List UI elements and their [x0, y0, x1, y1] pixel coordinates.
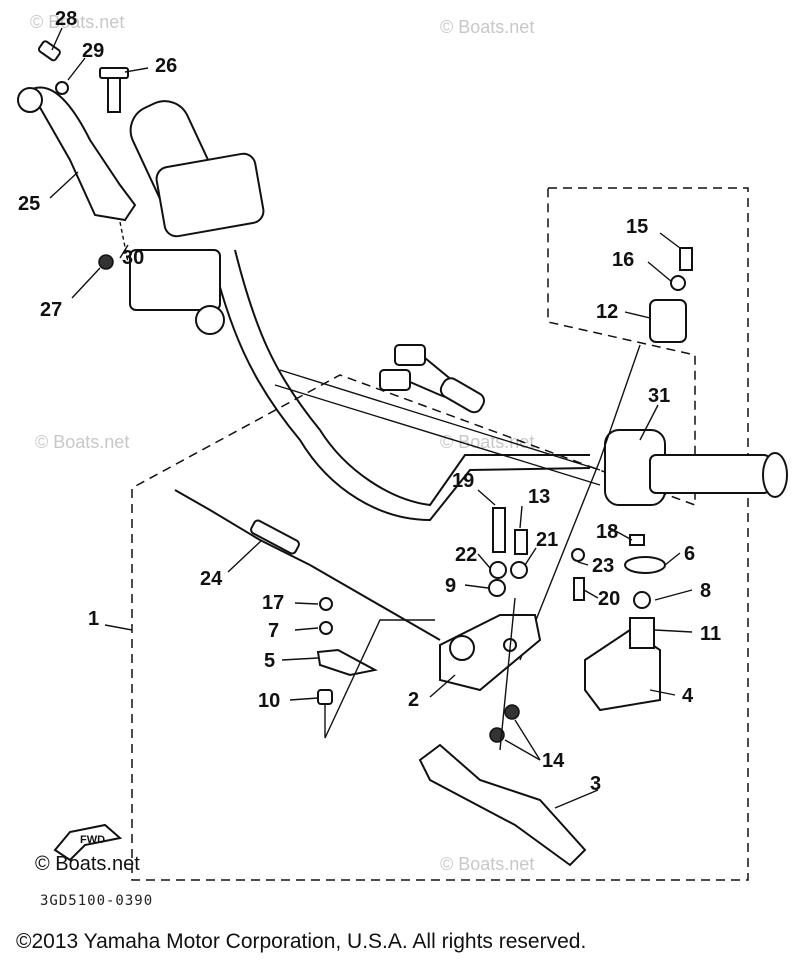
callout-5: 5: [264, 650, 275, 672]
callout-11: 11: [700, 623, 721, 645]
callout-1: 1: [88, 608, 99, 630]
diagram-code: 3GD5100-0390: [40, 893, 153, 909]
callout-12: 12: [596, 301, 618, 323]
callout-18: 18: [596, 521, 618, 543]
callout-24: 24: [200, 568, 223, 590]
left-grip: [129, 100, 265, 335]
callout-4: 4: [682, 685, 694, 707]
leader-lines: [49, 27, 693, 809]
watermark: © Boats.net: [440, 854, 534, 874]
callout-19: 19: [452, 470, 474, 492]
lower-parts: [316, 507, 666, 867]
forward-arrow: FWD: [53, 823, 123, 862]
handlebar: [209, 249, 601, 522]
callout-13: 13: [528, 486, 550, 508]
callout-8: 8: [700, 580, 711, 602]
wire-harness: [379, 344, 485, 414]
callout-17: 17: [262, 592, 284, 614]
callout-21: 21: [536, 529, 558, 551]
callout-16: 16: [612, 249, 634, 271]
callout-6: 6: [684, 543, 695, 565]
callout-23: 23: [592, 555, 614, 577]
callout-10: 10: [258, 690, 280, 712]
callout-9: 9: [445, 575, 456, 597]
callout-2: 2: [408, 689, 419, 711]
watermark: © Boats.net: [440, 17, 534, 37]
callout-25: 25: [18, 193, 40, 215]
callout-15: 15: [626, 216, 648, 238]
assembly-boundary: [131, 187, 749, 881]
callout-29: 29: [82, 40, 104, 62]
watermark: © Boats.net: [35, 432, 129, 452]
watermark: © Boats.net: [35, 853, 140, 875]
callout-7: 7: [268, 620, 279, 642]
callout-22: 22: [455, 544, 477, 566]
callout-31: 31: [648, 385, 670, 407]
callout-30: 30: [122, 247, 144, 269]
callout-26: 26: [155, 55, 177, 77]
callout-3: 3: [590, 773, 601, 795]
callout-27: 27: [40, 299, 62, 321]
callout-14: 14: [542, 750, 565, 772]
forward-label: FWD: [80, 834, 105, 846]
copyright-notice: ©2013 Yamaha Motor Corporation, U.S.A. A…: [16, 930, 586, 953]
watermark: © Boats.net: [30, 12, 124, 32]
clutch-cable: [174, 489, 441, 641]
left-lever: [17, 40, 137, 270]
right-switch-assembly: [519, 247, 788, 661]
callout-20: 20: [598, 588, 620, 610]
callout-28: 28: [55, 8, 77, 30]
